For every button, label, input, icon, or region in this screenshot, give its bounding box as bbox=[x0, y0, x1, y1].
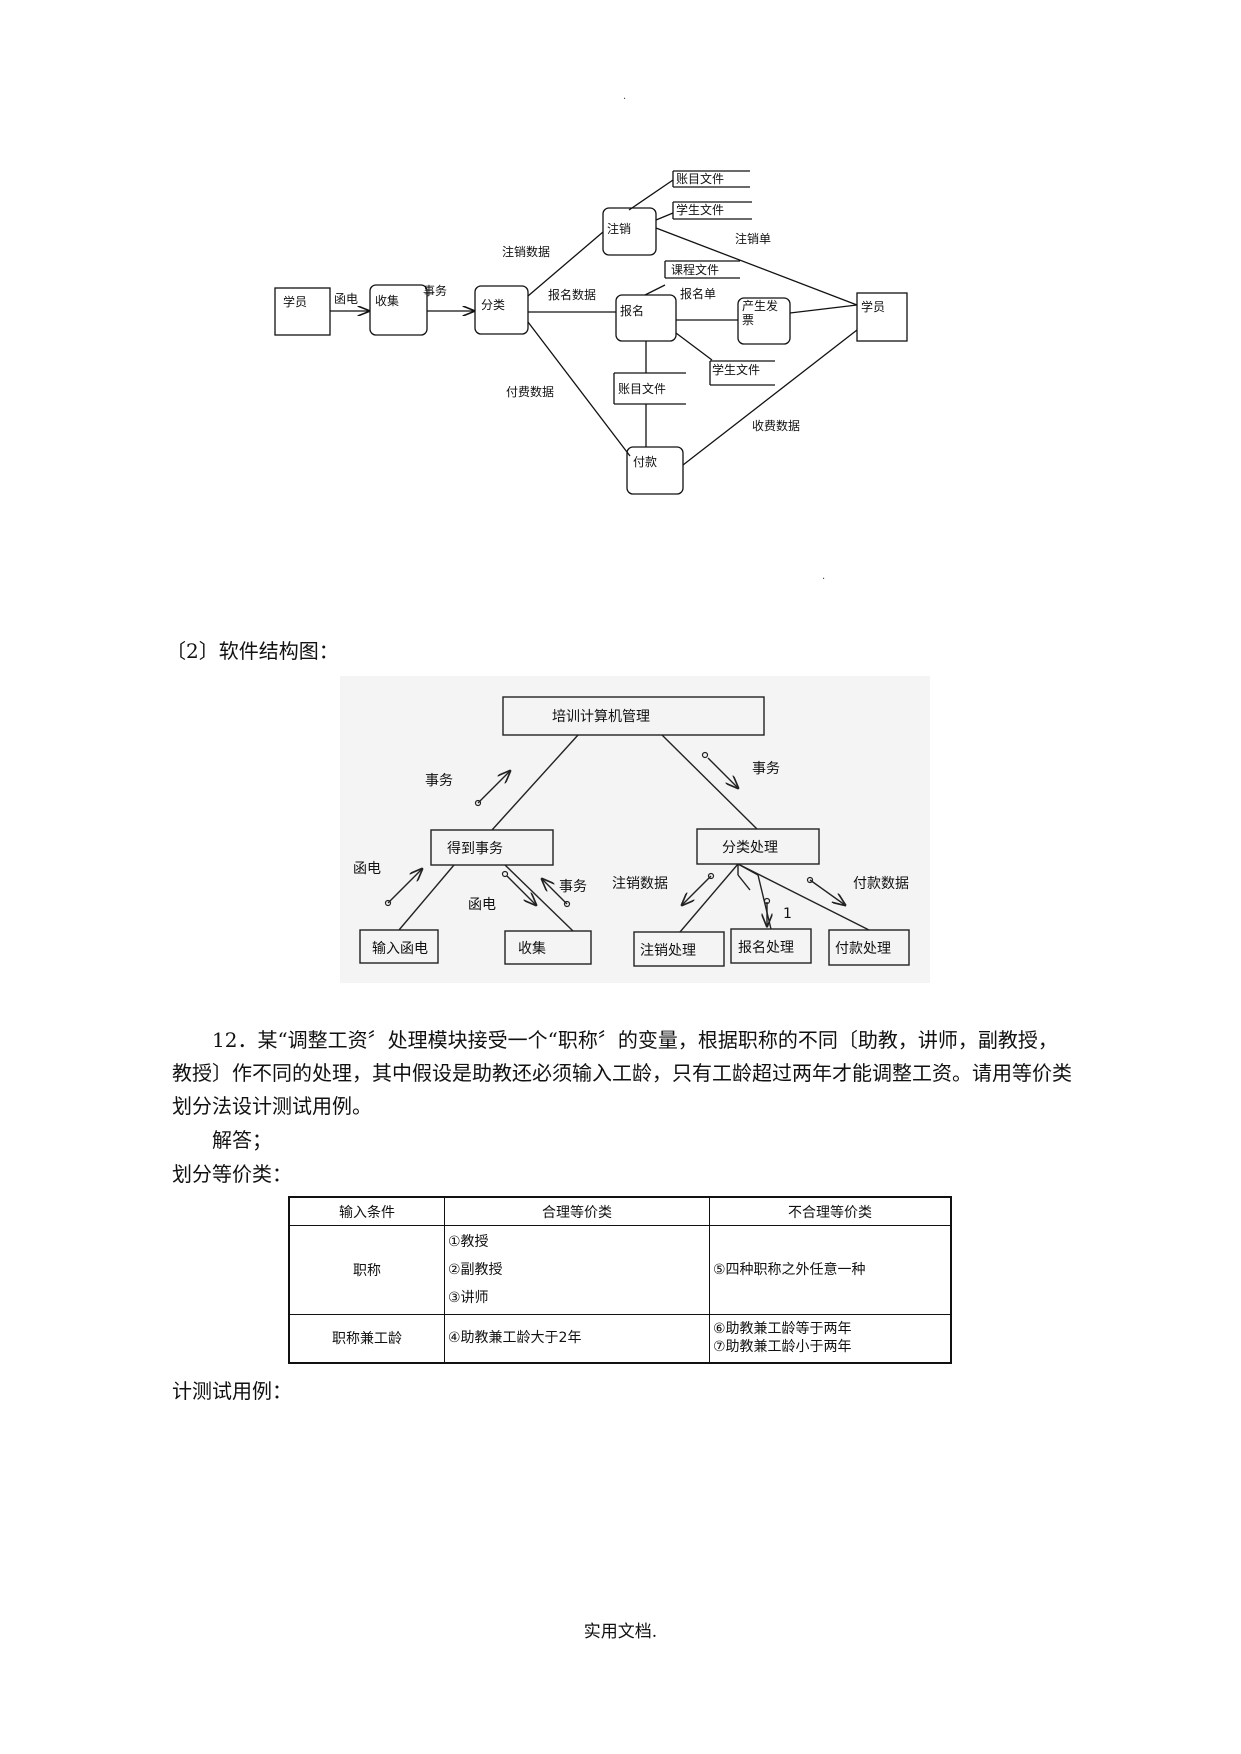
cancel-process-label: 注销处理 bbox=[640, 943, 696, 959]
data-flow-diagram: 学员 函电 收集 事务 分类 注销数据 报名数据 付费数据 注销 账目文件 学生… bbox=[274, 170, 908, 495]
table-header-row: 输入条件 合理等价类 不合理等价类 bbox=[288, 1196, 952, 1226]
condition-number: 1 bbox=[783, 906, 792, 922]
register-data-flow-label: 报名数据 bbox=[548, 287, 596, 302]
account-file-store-label: 账目文件 bbox=[676, 171, 724, 186]
register-slip-flow-label: 报名单 bbox=[680, 286, 716, 301]
pay-data-flow: 付款数据 bbox=[853, 876, 909, 892]
cancel-slip-flow-label: 注销单 bbox=[735, 231, 771, 246]
get-transaction-label: 得到事务 bbox=[447, 840, 503, 857]
transaction-flow-right: 事务 bbox=[752, 761, 780, 777]
classify-process-label: 分类 bbox=[481, 298, 505, 312]
valid-class-item: ①教授 bbox=[448, 1234, 489, 1250]
payment-process-box bbox=[626, 446, 684, 495]
student-source-label: 学员 bbox=[283, 294, 307, 309]
root-module-label: 培训计算机管理 bbox=[552, 709, 650, 725]
cancel-process-box bbox=[602, 207, 657, 256]
stray-dot: · bbox=[623, 94, 627, 105]
invalid-class-item: ⑥助教兼工龄等于两年 bbox=[713, 1321, 852, 1338]
test-cases-label: 计测试用例： bbox=[172, 1379, 292, 1403]
cancel-process-label: 注销 bbox=[607, 221, 631, 236]
valid-classes-cell: ①教授 ②副教授 ③讲师 bbox=[444, 1225, 710, 1315]
account-file-store-label-2: 账目文件 bbox=[618, 381, 666, 396]
condition-cell: 职称兼工龄 bbox=[288, 1314, 445, 1363]
input-letter-label: 输入函电 bbox=[372, 941, 428, 957]
table-row: 职称 ①教授 ②副教授 ③讲师 ⑤四种职称之外任意一种 bbox=[288, 1225, 952, 1315]
classify-process-box bbox=[696, 828, 820, 865]
collect-box bbox=[504, 930, 592, 965]
valid-classes-cell: ④助教兼工龄大于2年 bbox=[444, 1314, 710, 1363]
letter-flow-label: 函电 bbox=[334, 292, 358, 306]
header-invalid-classes: 不合理等价类 bbox=[709, 1196, 952, 1226]
condition-cell: 职称 bbox=[288, 1225, 445, 1315]
student-sink-box bbox=[856, 292, 908, 342]
invoice-process-box bbox=[737, 297, 791, 345]
header-valid-classes: 合理等价类 bbox=[444, 1196, 710, 1226]
valid-class-item: ③讲师 bbox=[448, 1290, 489, 1306]
invalid-class-item: ⑤四种职称之外任意一种 bbox=[713, 1262, 866, 1278]
register-process-label: 报名 bbox=[620, 303, 644, 318]
section-2-heading: 〔2〕软件结构图： bbox=[166, 639, 339, 663]
cancel-process-box bbox=[633, 931, 725, 967]
transaction-flow-mid: 事务 bbox=[559, 879, 587, 895]
transaction-flow-left: 事务 bbox=[425, 773, 453, 789]
letter-flow-mid: 函电 bbox=[468, 897, 496, 913]
pay-data-flow-label: 付费数据 bbox=[506, 384, 554, 399]
cancel-data-flow-label: 注销数据 bbox=[502, 244, 550, 259]
root-module-box bbox=[502, 696, 765, 736]
student-sink-label: 学员 bbox=[861, 299, 885, 314]
fee-data-flow-label: 收费数据 bbox=[752, 418, 800, 433]
pay-process-label: 付款处理 bbox=[835, 941, 891, 957]
answer-label: 解答； bbox=[212, 1128, 272, 1152]
course-file-store-label: 课程文件 bbox=[671, 262, 719, 277]
invoice-process-label-2: 票 bbox=[742, 313, 754, 327]
page-footer: 实用文档. bbox=[583, 1622, 658, 1642]
letter-flow-left: 函电 bbox=[353, 861, 381, 877]
invalid-class-item: ⑦助教兼工龄小于两年 bbox=[713, 1339, 852, 1356]
collect-label: 收集 bbox=[518, 940, 546, 957]
cancel-data-flow: 注销数据 bbox=[612, 876, 668, 892]
equivalence-class-table: 输入条件 合理等价类 不合理等价类 职称 ①教授 ②副教授 ③讲师 ⑤四种职称之… bbox=[288, 1196, 952, 1364]
valid-class-item: ④助教兼工龄大于2年 bbox=[448, 1330, 582, 1347]
valid-class-item: ②副教授 bbox=[448, 1262, 503, 1278]
invoice-process-label-1: 产生发 bbox=[742, 298, 778, 313]
student-file-store-label-2: 学生文件 bbox=[712, 362, 760, 377]
invalid-classes-cell: ⑥助教兼工龄等于两年 ⑦助教兼工龄小于两年 bbox=[709, 1314, 952, 1363]
stray-dot: · bbox=[822, 574, 826, 585]
partition-label: 划分等价类： bbox=[172, 1162, 292, 1186]
invalid-classes-cell: ⑤四种职称之外任意一种 bbox=[709, 1225, 952, 1315]
table-row: 职称兼工龄 ④助教兼工龄大于2年 ⑥助教兼工龄等于两年 ⑦助教兼工龄小于两年 bbox=[288, 1314, 952, 1363]
header-input-condition: 输入条件 bbox=[288, 1196, 445, 1226]
register-process-label: 报名处理 bbox=[738, 940, 794, 956]
transaction-flow-label: 事务 bbox=[423, 283, 447, 298]
student-file-store-label: 学生文件 bbox=[676, 202, 724, 217]
classify-process-label: 分类处理 bbox=[722, 840, 778, 856]
collect-process-label: 收集 bbox=[375, 293, 399, 308]
payment-process-label: 付款 bbox=[633, 455, 657, 469]
software-structure-chart: 培训计算机管理 事务 事务 得到事务 分类处理 函电 函电 事务 注销数据 付款… bbox=[340, 676, 930, 983]
question-12-paragraph: 12．某“调整工资〞处理模块接受一个“职称〞的变量，根据职称的不同〔助教，讲师，… bbox=[172, 1028, 1072, 1118]
